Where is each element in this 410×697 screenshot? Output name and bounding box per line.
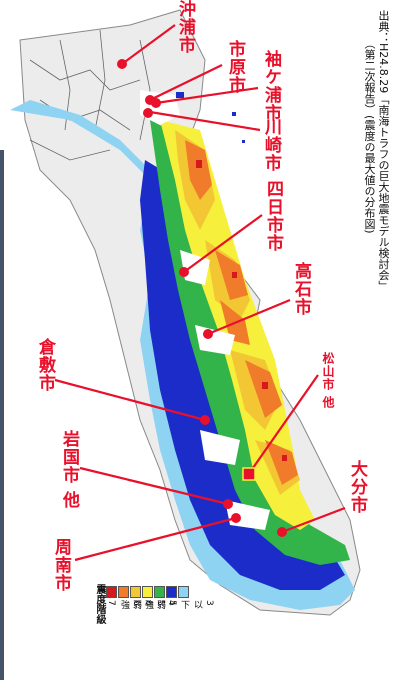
city-label-takaishi: 高石市: [291, 262, 311, 316]
city-label-ichihara: 市原市: [225, 40, 245, 94]
legend-label: 4: [166, 600, 176, 606]
legend-swatch: [118, 586, 129, 598]
source-citation-line2: （第二次報告）(震度の最大値の分布図): [363, 38, 376, 234]
legend-label: 5強: [143, 600, 165, 609]
legend-label: 6弱: [131, 600, 153, 609]
legend-label: 3以下: [179, 600, 214, 609]
city-label-iwakuni: 岩国市 他: [59, 430, 79, 509]
legend-swatch: [178, 586, 189, 598]
left-edge-bar: [0, 150, 4, 680]
legend-title: 震度階級: [94, 584, 105, 624]
city-label-okiura: 沖浦市: [175, 0, 195, 54]
legend-label: 7: [106, 600, 116, 606]
city-connectors: [54, 24, 346, 562]
legend-swatch: [166, 586, 177, 598]
legend-swatch: [130, 586, 141, 598]
legend-swatch: [142, 586, 153, 598]
legend-swatch: [106, 586, 117, 598]
city-label-sodegaura: 袖ケ浦市: [261, 50, 281, 122]
zone-4: [140, 160, 345, 590]
city-label-yokkaichi: 四日市市: [263, 180, 283, 252]
source-citation-line1: 出典：H24.8.29「南海トラフの巨大地震モデル検討会」: [377, 10, 390, 292]
city-label-kurashiki: 倉敷市: [35, 338, 55, 392]
bay-markers: [176, 92, 245, 143]
legend-swatch: [154, 586, 165, 598]
zone-7: [196, 160, 287, 461]
city-label-kawasaki: 川崎市: [261, 118, 281, 172]
legend-label: 5弱: [155, 600, 177, 609]
city-label-shunan: 周南市: [51, 538, 71, 592]
city-label-matsuyama: 松山市 他: [321, 352, 335, 410]
city-markers: [117, 59, 287, 537]
legend-label: 6強: [119, 600, 141, 609]
matsuyama-marker: [242, 467, 256, 481]
city-label-oita: 大分市: [347, 460, 367, 514]
